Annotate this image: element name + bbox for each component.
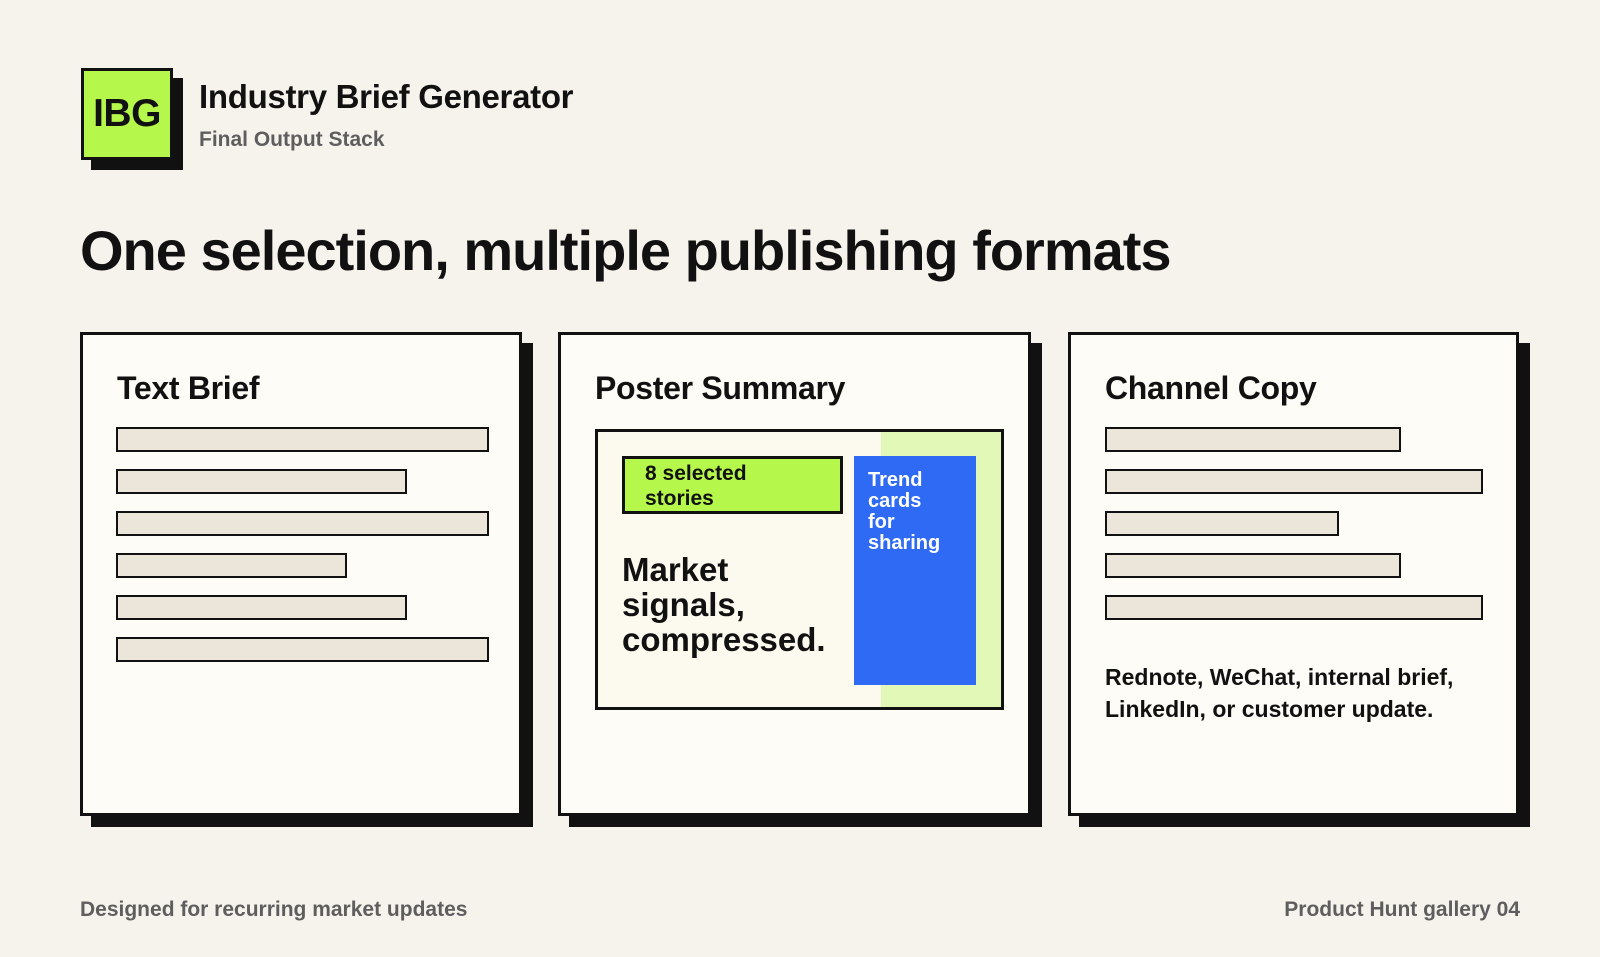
page-headline: One selection, multiple publishing forma… xyxy=(80,219,1172,282)
channel-copy-title: Channel Copy xyxy=(1105,370,1317,406)
text-line-placeholder xyxy=(116,637,489,662)
app-logo: IBG xyxy=(81,68,173,160)
text-line-placeholder xyxy=(116,427,489,452)
poster-summary-title: Poster Summary xyxy=(595,370,846,406)
text-line-placeholder xyxy=(1105,595,1483,620)
text-brief-panel: Text Brief xyxy=(80,332,522,816)
app-title: Industry Brief Generator xyxy=(199,78,574,115)
text-line-placeholder xyxy=(116,595,407,620)
text-line-placeholder xyxy=(116,511,489,536)
poster-headline: Market signals, compressed. xyxy=(622,551,826,658)
text-brief-title: Text Brief xyxy=(117,370,260,406)
poster-preview: 8 selected stories Market signals, compr… xyxy=(595,429,1004,710)
channel-copy-panel: Channel Copy Rednote, WeChat, internal b… xyxy=(1068,332,1519,816)
footer-gallery-label: Product Hunt gallery 04 xyxy=(1284,898,1520,921)
text-line-placeholder xyxy=(116,553,347,578)
text-line-placeholder xyxy=(1105,469,1483,494)
footer-tagline: Designed for recurring market updates xyxy=(80,898,468,921)
poster-summary-panel: Poster Summary 8 selected stories Market… xyxy=(558,332,1031,816)
app-subtitle: Final Output Stack xyxy=(199,128,385,151)
text-line-placeholder xyxy=(116,469,407,494)
text-line-placeholder xyxy=(1105,427,1401,452)
trend-card: Trend cards for sharing xyxy=(854,456,976,685)
text-line-placeholder xyxy=(1105,511,1339,536)
logo-text: IBG xyxy=(93,92,161,135)
channel-copy-description: Rednote, WeChat, internal brief, LinkedI… xyxy=(1105,664,1454,722)
selected-stories-badge: 8 selected stories xyxy=(622,456,843,514)
text-line-placeholder xyxy=(1105,553,1401,578)
